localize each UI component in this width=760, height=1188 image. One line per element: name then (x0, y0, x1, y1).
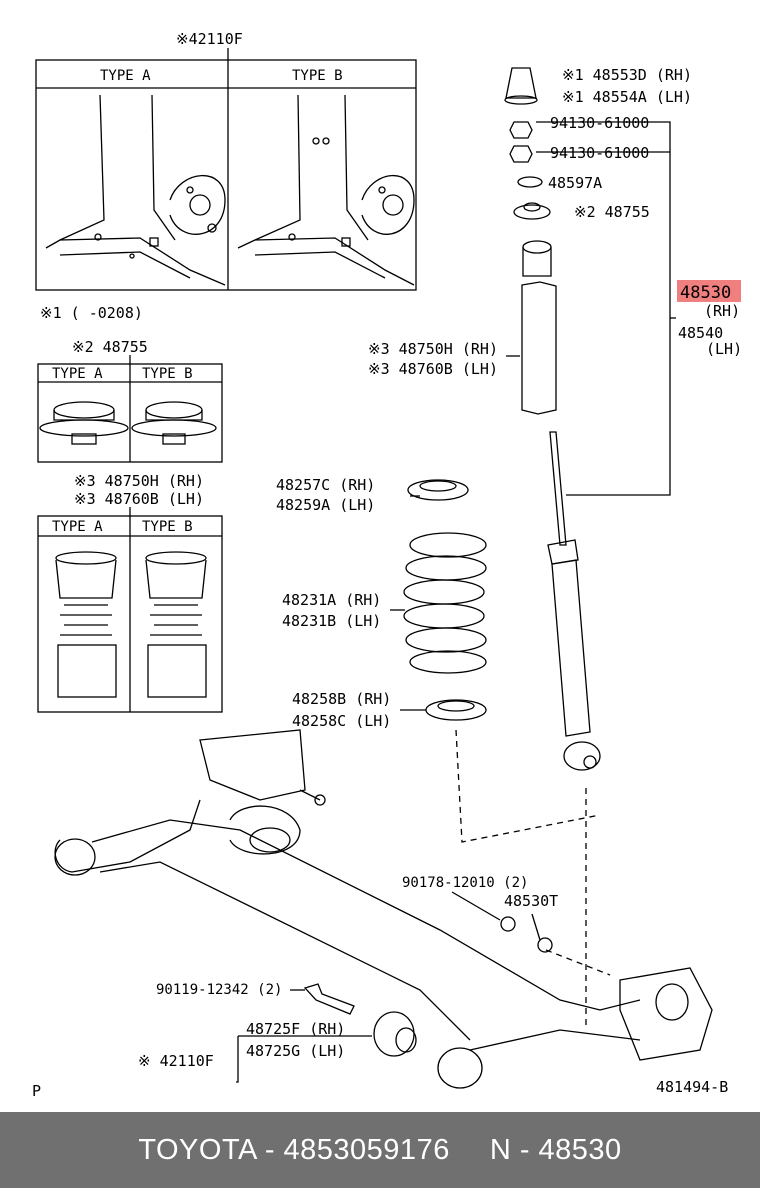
bumper-type-a-header: TYPE A (52, 519, 103, 535)
part-48540-side: (LH) (706, 340, 742, 358)
footer-part-number: TOYOTA - 4853059176 (138, 1133, 450, 1166)
footer-bar: TOYOTA - 4853059176 N - 48530 (0, 1112, 760, 1188)
part-48554A: ※1 48554A (LH) (562, 88, 692, 106)
coil-spring-drawing (403, 479, 611, 1030)
part-48257C: 48257C (RH) (276, 476, 375, 494)
note3-rh-label: ※3 48750H (RH) (74, 472, 204, 490)
type-a-header: TYPE A (100, 68, 151, 84)
parts-diagram: ※42110F TYPE A TYPE B ※1 ( -0208) ※2 487… (32, 30, 742, 1100)
part-48540: 48540 (678, 324, 723, 342)
corner-p-label: P (32, 1082, 41, 1100)
bumper-type-inset (37, 507, 223, 713)
part-48231B: 48231B (LH) (282, 612, 381, 630)
part-90119: 90119-12342 (2) (156, 982, 282, 998)
note2-ref-label: ※2 48755 (72, 338, 148, 356)
part-48750H: ※3 48750H (RH) (368, 340, 498, 358)
part-48259A: 48259A (LH) (276, 496, 375, 514)
part-48725F: 48725F (RH) (246, 1020, 345, 1038)
part-48258C: 48258C (LH) (292, 712, 391, 730)
part-48755: ※2 48755 (574, 203, 650, 221)
insulator-type-b-header: TYPE B (142, 366, 193, 382)
part-48530[interactable]: 48530 (680, 283, 731, 303)
note1-label: ※1 ( -0208) (40, 304, 143, 322)
part-48760B: ※3 48760B (LH) (368, 360, 498, 378)
bumper-type-b-header: TYPE B (142, 519, 193, 535)
part-48553D: ※1 48553D (RH) (562, 66, 692, 84)
footer-n-number: N - 48530 (489, 1133, 622, 1166)
part-48530T: 48530T (504, 892, 558, 910)
axle-beam-drawing (54, 355, 713, 1089)
insulator-type-inset (37, 355, 223, 463)
frame-type-inset (35, 48, 417, 291)
part-90178: 90178-12010 (2) (402, 875, 528, 891)
part-48725G: 48725G (LH) (246, 1042, 345, 1060)
part-48258B: 48258B (RH) (292, 690, 391, 708)
part-48530-side: (RH) (704, 302, 740, 320)
part-48597A: 48597A (548, 174, 602, 192)
part-94130-b: 94130-61000 (550, 144, 649, 162)
part-48231A: 48231A (RH) (282, 591, 381, 609)
part-94130-a: 94130-61000 (550, 114, 649, 132)
type-b-header: TYPE B (292, 68, 343, 84)
diagram-id-label: 481494-B (656, 1078, 728, 1096)
insulator-type-a-header: TYPE A (52, 366, 103, 382)
part-48530-highlight (677, 280, 741, 302)
part-42110F: ※ 42110F (138, 1052, 214, 1070)
note3-lh-label: ※3 48760B (LH) (74, 490, 204, 508)
shock-absorber-drawing (504, 67, 676, 771)
frame-note-label: ※42110F (176, 30, 243, 48)
